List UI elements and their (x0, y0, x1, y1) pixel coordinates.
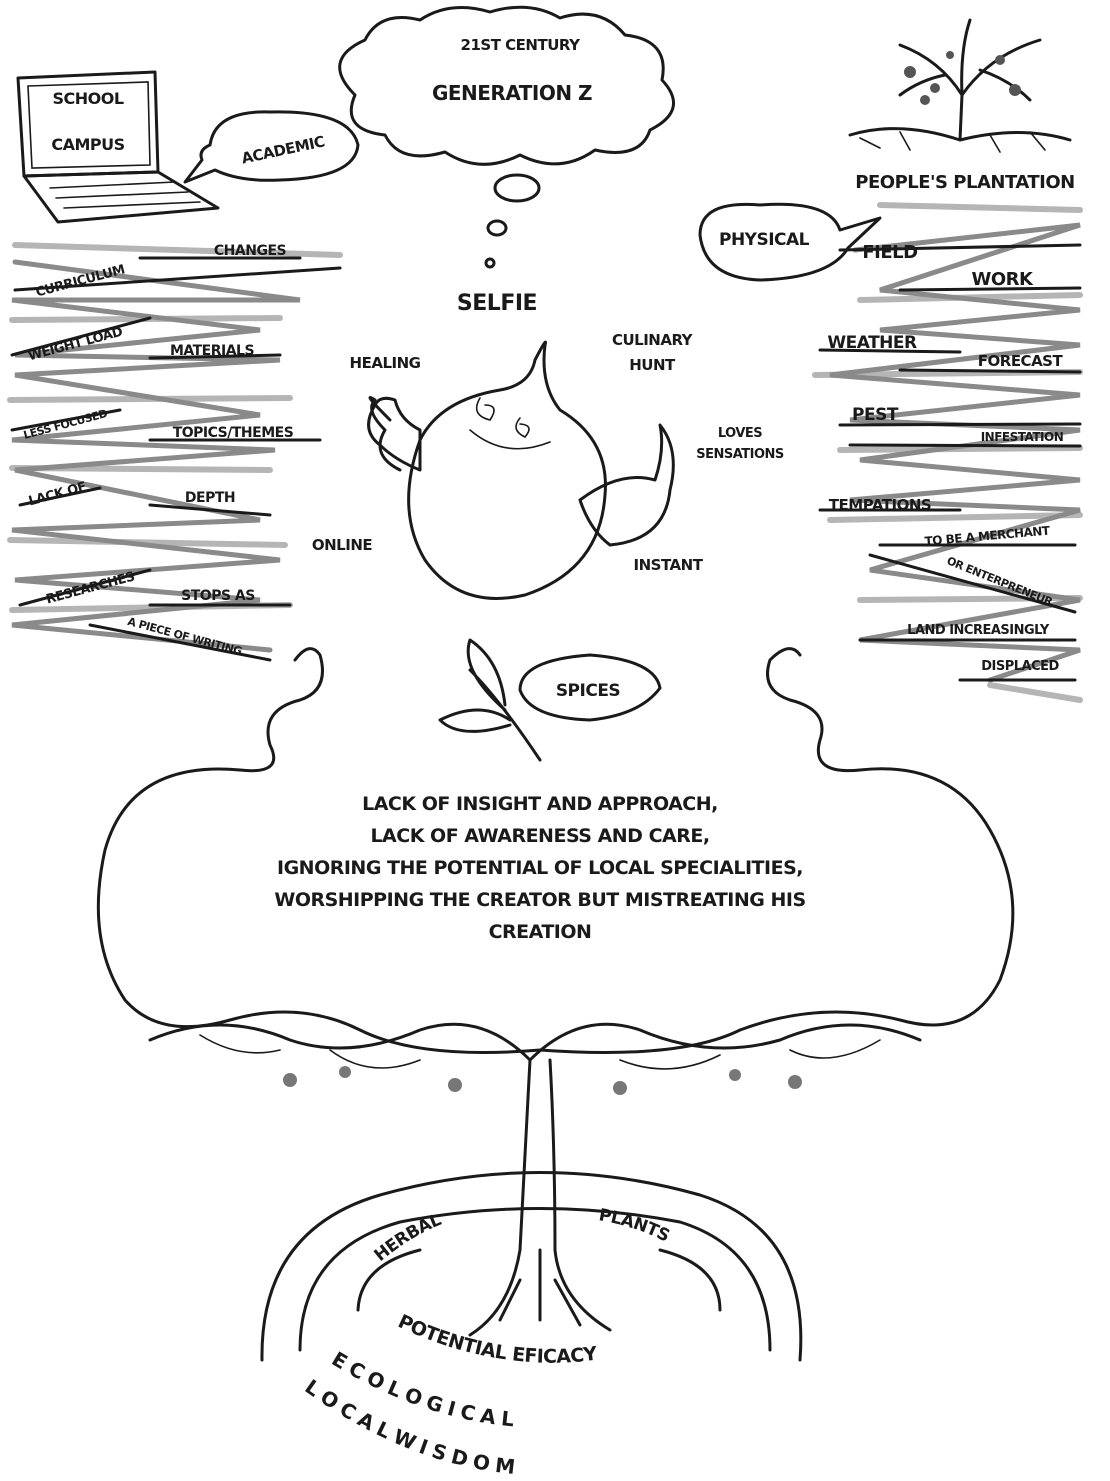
plantation-caption: PEOPLE'S PLANTATION (855, 172, 1074, 193)
laptop-illustration: SCHOOL CAMPUS ACADEMIC (18, 72, 358, 222)
thought-cloud: 21ST CENTURY GENERATION Z SELFIE (340, 7, 674, 316)
right-term-land: LAND INCREASINGLY (907, 623, 1050, 638)
left-term-topics: TOPICS/THEMES (173, 425, 294, 441)
right-term-tempations: TEMPATIONS (829, 496, 931, 514)
left-term-lack-of: LACK OF (27, 480, 88, 510)
roots-plants-text: PLANTS (597, 1205, 672, 1246)
plantation-tree-illustration: PEOPLE'S PLANTATION PHYSICAL (700, 20, 1075, 280)
physical-bubble-text: PHYSICAL (719, 230, 810, 250)
right-term-weather: WEATHER (827, 333, 917, 353)
left-term-changes: CHANGES (214, 243, 287, 259)
main-text-line-5: CREATION (489, 921, 592, 943)
right-term-field: FIELD (862, 242, 917, 263)
laptop-campus-text: CAMPUS (51, 135, 124, 154)
main-text-line-1: LACK OF INSIGHT AND APPROACH, (362, 793, 718, 815)
seed-character: HEALING CULINARY HUNT LOVES SENSATIONS O… (312, 331, 784, 598)
main-text-line-2: LACK OF AWARENESS AND CARE, (370, 825, 709, 847)
term-sensations: SENSATIONS (696, 447, 784, 462)
laptop-school-text: SCHOOL (52, 89, 123, 108)
right-term-infestation: INFESTATION (981, 430, 1064, 444)
right-term-pest: PEST (852, 405, 899, 425)
academic-bubble-text: ACADEMIC (240, 132, 327, 167)
selfie-text: SELFIE (457, 291, 537, 316)
right-zigzag-band: FIELD WORK WEATHER FORECAST PEST INFESTA… (815, 205, 1080, 700)
main-text-line-4: WORSHIPPING THE CREATOR BUT MISTREATING … (274, 889, 805, 911)
main-text-line-3: IGNORING THE POTENTIAL OF LOCAL SPECIALI… (277, 857, 803, 879)
left-term-stops-as: STOPS AS (181, 588, 255, 604)
left-term-materials: MATERIALS (170, 343, 255, 359)
right-term-displaced: DISPLACED (981, 659, 1059, 674)
roots-efficacy-text: POTENTIAL EFICACY (395, 1310, 599, 1367)
right-term-work: WORK (972, 269, 1035, 290)
term-online: ONLINE (312, 536, 372, 554)
left-zigzag-band: CHANGES CURRICULUM WEIGHT LOAD MATERIALS… (10, 243, 340, 660)
term-culinary: CULINARY (612, 331, 694, 349)
left-term-depth: DEPTH (185, 490, 235, 506)
term-hunt: HUNT (629, 356, 676, 374)
cloud-top-text: 21ST CENTURY (461, 36, 582, 54)
right-term-forecast: FORECAST (978, 352, 1064, 370)
term-instant: INSTANT (634, 556, 704, 574)
roots-herbal-text: HERBAL (371, 1210, 445, 1266)
spices-text: SPICES (556, 681, 620, 701)
tree-trunk-roots: HERBAL PLANTS POTENTIAL EFICACY E C O L … (262, 1060, 801, 1479)
cloud-main-text: GENERATION Z (432, 81, 592, 105)
term-loves: LOVES (718, 426, 762, 441)
term-healing: HEALING (350, 354, 421, 372)
spices-sprig: SPICES (440, 640, 660, 760)
